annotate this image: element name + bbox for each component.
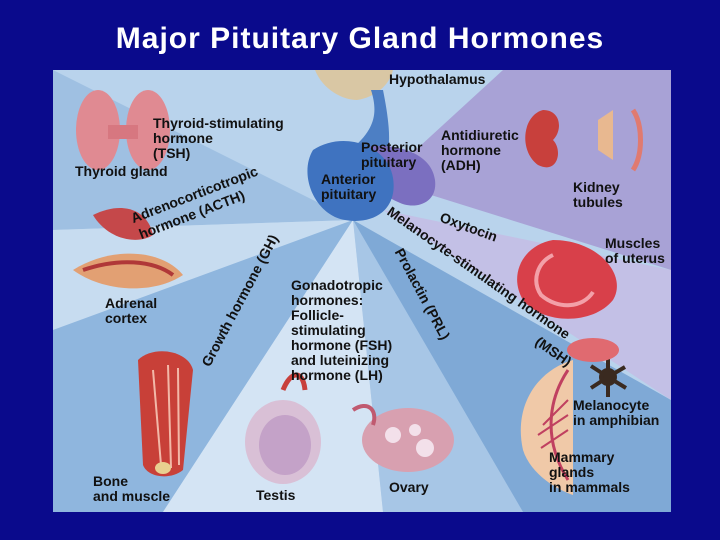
- melanocyte-label: Melanocyte in amphibian: [573, 397, 660, 428]
- ray-gh: [53, 220, 353, 512]
- adrenal-cortex-label: Adrenal cortex: [105, 295, 158, 326]
- anterior-pituitary-shape: [307, 140, 394, 221]
- tsh-label: Thyroid-stimulating hormone (TSH): [153, 115, 284, 161]
- diagram-artwork: [53, 70, 671, 512]
- adh-label: Antidiuretic hormone (ADH): [441, 127, 519, 173]
- ray-gonadotropic: [163, 220, 383, 512]
- slide-title: Major Pituitary Gland Hormones: [115, 22, 605, 55]
- testis-label: Testis: [256, 487, 296, 503]
- ray-tsh: [53, 70, 353, 230]
- thyroid-illustration: [76, 90, 170, 170]
- mammary-label: Mammary glands in mammals: [549, 449, 630, 495]
- ovary-illustration: [351, 404, 454, 472]
- anterior-pituitary-label: Anterior pituitary: [321, 171, 377, 202]
- bone-muscle-illustration: [138, 351, 193, 477]
- adrenal-illustration: [73, 207, 183, 289]
- posterior-pituitary-label: Posterior pituitary: [361, 139, 423, 170]
- thyroid-gland-label: Thyroid gland: [75, 163, 168, 179]
- kidney-illustration: [525, 108, 643, 172]
- hypothalamus-label: Hypothalamus: [389, 71, 486, 87]
- uterus-illustration: [517, 240, 619, 362]
- testis-illustration: [245, 372, 321, 484]
- mammary-illustration: [520, 360, 573, 495]
- melanocyte-illustration: [589, 357, 628, 397]
- ray-msh: [353, 220, 671, 512]
- kidney-tubules-label: Kidney tubules: [573, 179, 623, 210]
- pituitary-diagram: Hypothalamus Posterior pituitary Anterio…: [53, 70, 671, 512]
- bone-muscle-label: Bone and muscle: [93, 473, 171, 504]
- muscles-uterus-label: Muscles of uterus: [605, 235, 665, 266]
- ovary-label: Ovary: [389, 479, 429, 495]
- gonadotropic-label: Gonadotropic hormones: Follicle- stimula…: [291, 277, 393, 383]
